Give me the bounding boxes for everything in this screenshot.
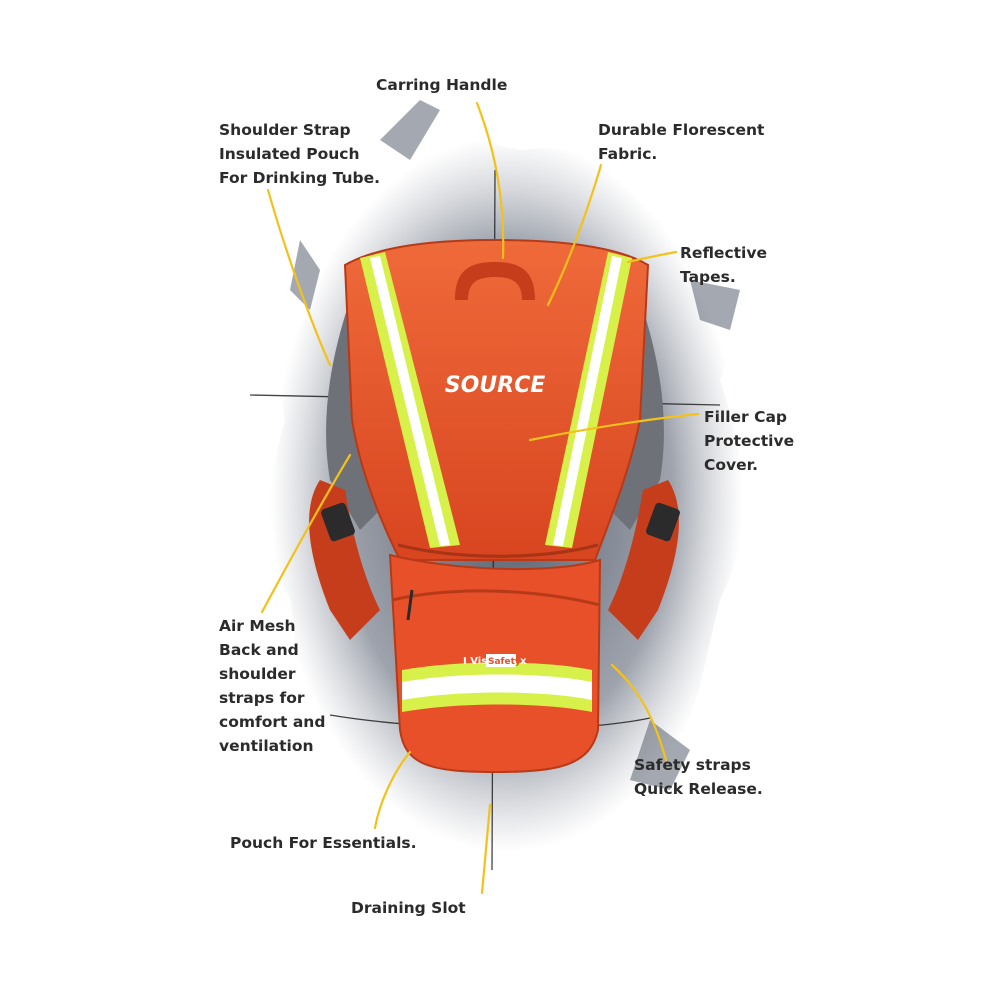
callout-carrying-handle: Carring Handle: [376, 73, 507, 97]
leader-draining-slot: [480, 803, 492, 895]
callout-reflective-tapes: Reflective Tapes.: [680, 241, 767, 289]
callout-filler-cap: Filler Cap Protective Cover.: [704, 405, 794, 477]
callout-shoulder-strap-line-1: Shoulder Strap: [219, 121, 351, 139]
brand-logo: SOURCE: [445, 373, 546, 398]
callout-air-mesh-line-3: shoulder: [219, 665, 296, 683]
leader-carrying-handle: [475, 101, 505, 260]
ivis-tag-suffix: x: [520, 656, 527, 667]
callout-reflective-tapes-line-2: Tapes.: [680, 268, 736, 286]
callout-reflective-tapes-line-1: Reflective: [680, 244, 767, 262]
callout-durable-fabric: Durable Florescent Fabric.: [598, 118, 764, 166]
callout-shoulder-strap-line-3: For Drinking Tube.: [219, 169, 381, 187]
ivis-tag: I Vis Safety x: [463, 654, 527, 667]
callout-air-mesh-line-1: Air Mesh: [219, 617, 296, 635]
leader-reflective-tapes: [626, 250, 678, 264]
leader-safety-straps: [610, 663, 668, 762]
callout-durable-fabric-line-2: Fabric.: [598, 145, 658, 163]
callout-air-mesh-line-2: Back and: [219, 641, 299, 659]
leader-durable-fabric: [546, 163, 603, 307]
leader-lines: [260, 101, 700, 895]
ivis-tag-badge-bg: [486, 654, 516, 667]
callout-draining-slot-text: Draining Slot: [351, 899, 466, 917]
leader-filler-cap: [528, 412, 700, 442]
callout-filler-cap-line-3: Cover.: [704, 456, 758, 474]
callout-air-mesh: Air Mesh Back and shoulder straps for co…: [219, 614, 325, 758]
callout-filler-cap-line-2: Protective: [704, 432, 795, 450]
callout-safety-straps: Safety straps Quick Release.: [634, 753, 763, 801]
callout-shoulder-strap: Shoulder Strap Insulated Pouch For Drink…: [219, 118, 380, 190]
callout-air-mesh-line-6: ventilation: [219, 737, 314, 755]
callout-durable-fabric-line-1: Durable Florescent: [598, 121, 765, 139]
callout-shoulder-strap-line-2: Insulated Pouch: [219, 145, 360, 163]
ivis-tag-prefix: I Vis: [463, 656, 487, 667]
callout-air-mesh-line-5: comfort and: [219, 713, 326, 731]
callout-pouch-text: Pouch For Essentials.: [230, 834, 417, 852]
callout-filler-cap-line-1: Filler Cap: [704, 408, 788, 426]
callout-draining-slot: Draining Slot: [351, 896, 466, 920]
pack-body: [343, 238, 650, 561]
callout-air-mesh-line-4: straps for: [219, 689, 305, 707]
callout-safety-straps-line-2: Quick Release.: [634, 780, 763, 798]
callout-pouch: Pouch For Essentials.: [230, 831, 417, 855]
leader-shoulder-strap: [266, 188, 332, 367]
leader-air-mesh: [260, 453, 352, 614]
callout-safety-straps-line-1: Safety straps: [634, 756, 751, 774]
leader-pouch: [373, 750, 412, 830]
ivis-tag-badge: Safety: [488, 657, 521, 667]
callout-carrying-handle-text: Carring Handle: [376, 76, 508, 94]
